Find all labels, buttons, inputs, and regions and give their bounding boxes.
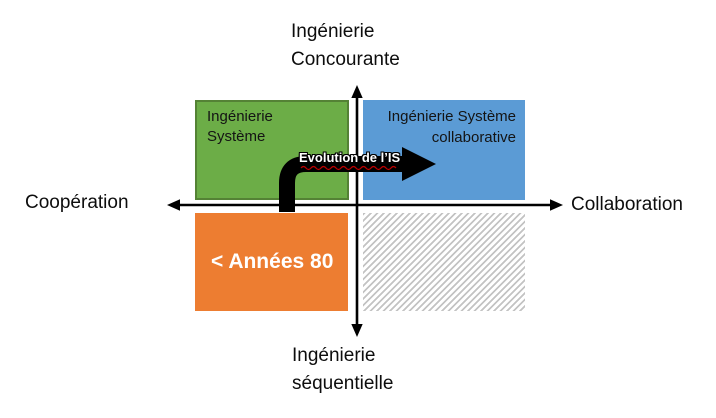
axis-label-collaboration: Collaboration xyxy=(571,194,683,215)
evolution-arrow-label: Evolution de l’IS xyxy=(299,150,401,165)
vertical-axis xyxy=(351,85,363,337)
vertical-axis-top-arrowhead xyxy=(351,85,363,98)
horizontal-axis xyxy=(167,199,563,211)
horizontal-axis-right-arrowhead xyxy=(550,199,563,211)
axis-title-top-line2: Concourante xyxy=(291,49,400,70)
quadrant-is-collaborative-line2: collaborative xyxy=(431,129,516,146)
quadrant-ingenierie-systeme: Ingénierie Système xyxy=(195,100,349,200)
quadrant-ingenierie-systeme-line1: Ingénierie xyxy=(207,108,273,125)
quadrant-empty-hatched xyxy=(363,213,525,311)
axis-title-top-line1: Ingénierie xyxy=(291,21,375,42)
quadrant-ingenierie-systeme-line2: Système xyxy=(207,128,266,145)
vertical-axis-bottom-arrowhead xyxy=(351,324,363,337)
axis-label-cooperation: Coopération xyxy=(25,192,129,213)
axis-title-bottom: Ingénierie séquentielle xyxy=(292,342,393,398)
quadrant-annees-80: < Années 80 xyxy=(195,213,348,311)
quadrant-annees-80-label: < Années 80 xyxy=(211,250,334,273)
axis-title-bottom-line2: séquentielle xyxy=(292,373,394,394)
axis-title-top: Ingénierie Concourante xyxy=(291,18,400,74)
axis-title-bottom-line1: Ingénierie xyxy=(292,345,376,366)
horizontal-axis-left-arrowhead xyxy=(167,199,180,211)
quadrant-is-collaborative-line1: Ingénierie Système xyxy=(387,108,516,125)
